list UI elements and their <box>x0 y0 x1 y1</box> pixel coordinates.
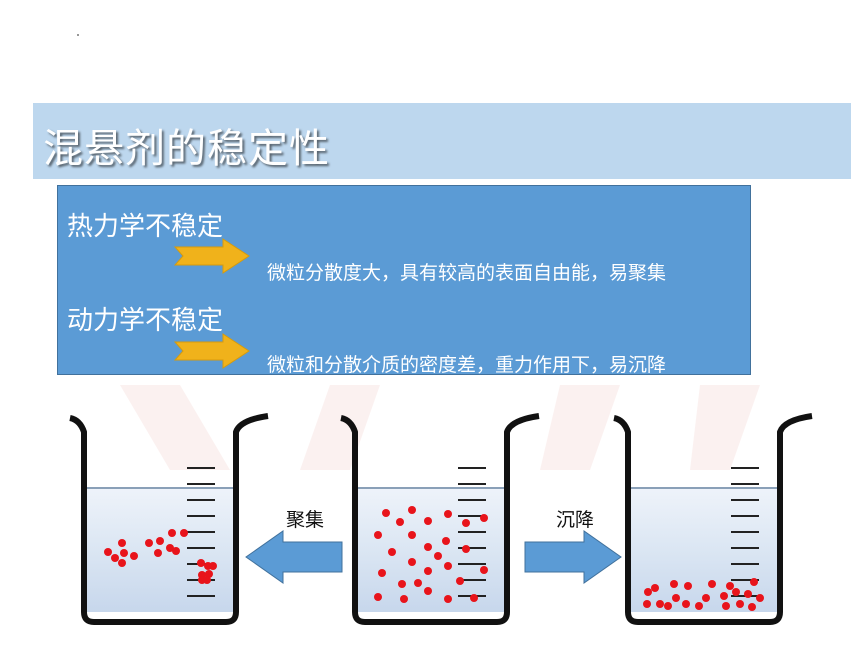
page-title: 混悬剂的稳定性 <box>43 126 330 172</box>
decorative-dot <box>77 34 79 36</box>
watermark-shapes <box>120 385 760 470</box>
beaker-aggregated <box>69 413 269 625</box>
description-thermodynamic: 微粒分散度大，具有较高的表面自由能，易聚集 <box>267 262 667 284</box>
arrow-right-icon <box>524 530 622 584</box>
label-sedimentation: 沉降 <box>556 509 595 531</box>
stability-info-box: 热力学不稳定 微粒分散度大，具有较高的表面自由能，易聚集 动力学不稳定 微粒和分… <box>57 185 751 376</box>
label-aggregation: 聚集 <box>286 509 325 531</box>
arrow-left-icon <box>245 530 343 584</box>
heading-thermodynamic: 热力学不稳定 <box>67 212 224 242</box>
arrow-right-icon <box>173 238 250 274</box>
particles-aggregated <box>104 529 217 584</box>
heading-kinetic: 动力学不稳定 <box>67 306 224 336</box>
arrow-right-icon <box>173 333 250 369</box>
beaker-dispersed <box>340 413 540 625</box>
particles-sedimented <box>643 578 764 611</box>
title-bar: 混悬剂的稳定性 <box>33 103 851 179</box>
beaker-sedimented <box>613 413 813 625</box>
description-kinetic: 微粒和分散介质的密度差，重力作用下，易沉降 <box>267 354 667 376</box>
particles-dispersed <box>374 506 488 603</box>
